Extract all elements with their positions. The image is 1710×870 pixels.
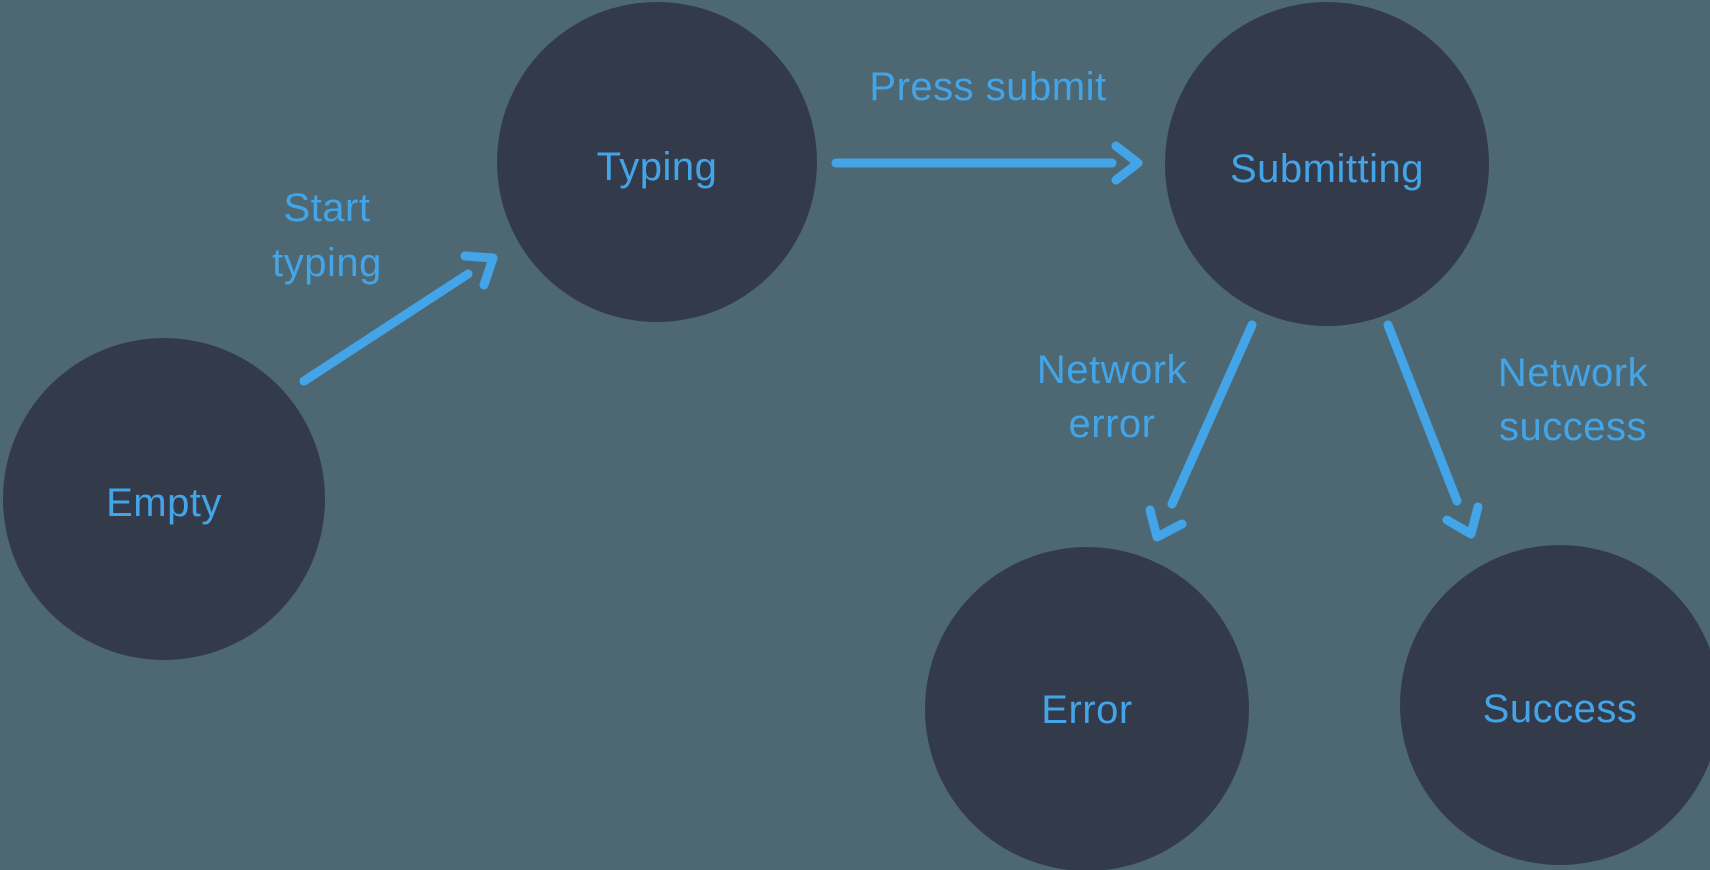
edge-label-start-typing-line1: Start [284, 186, 371, 230]
edge-label-network-success-line1: Network [1498, 351, 1649, 395]
edge-label-start-typing-line2: typing [272, 241, 382, 285]
state-label-typing: Typing [597, 145, 718, 189]
state-circle-empty [3, 338, 325, 660]
state-circle-submitting [1165, 2, 1489, 326]
state-label-submitting: Submitting [1230, 147, 1424, 191]
state-node-submitting: Submitting [1165, 2, 1489, 326]
state-label-empty: Empty [106, 481, 222, 525]
arrowhead-icon [1145, 505, 1187, 542]
edge-label-press-submit: Press submit [869, 65, 1106, 109]
state-circle-error [925, 547, 1249, 870]
state-label-error: Error [1041, 688, 1132, 732]
edge-press-submit: Press submit [831, 65, 1143, 185]
state-circle-success [1400, 545, 1710, 865]
edge-network-success-line [1383, 320, 1462, 506]
state-node-success: Success [1400, 545, 1710, 865]
edge-network-success: Network success [1383, 320, 1649, 539]
arrowhead-icon [460, 251, 498, 290]
edge-start-typing: Start typing [272, 186, 498, 386]
edge-network-error: Network error [1037, 320, 1257, 542]
arrowhead-icon [1442, 502, 1483, 539]
edge-network-error-line [1167, 320, 1257, 509]
state-node-error: Error [925, 547, 1249, 870]
edge-label-network-success-line2: success [1499, 405, 1647, 449]
state-label-success: Success [1483, 687, 1638, 731]
edge-label-network-error-line2: error [1069, 402, 1156, 446]
state-node-empty: Empty [3, 338, 325, 660]
edge-label-network-error-line1: Network [1037, 348, 1188, 392]
edge-start-typing-line [299, 269, 473, 386]
state-circle-typing [497, 2, 817, 322]
arrowhead-icon [1111, 141, 1143, 185]
state-node-typing: Typing [497, 2, 817, 322]
